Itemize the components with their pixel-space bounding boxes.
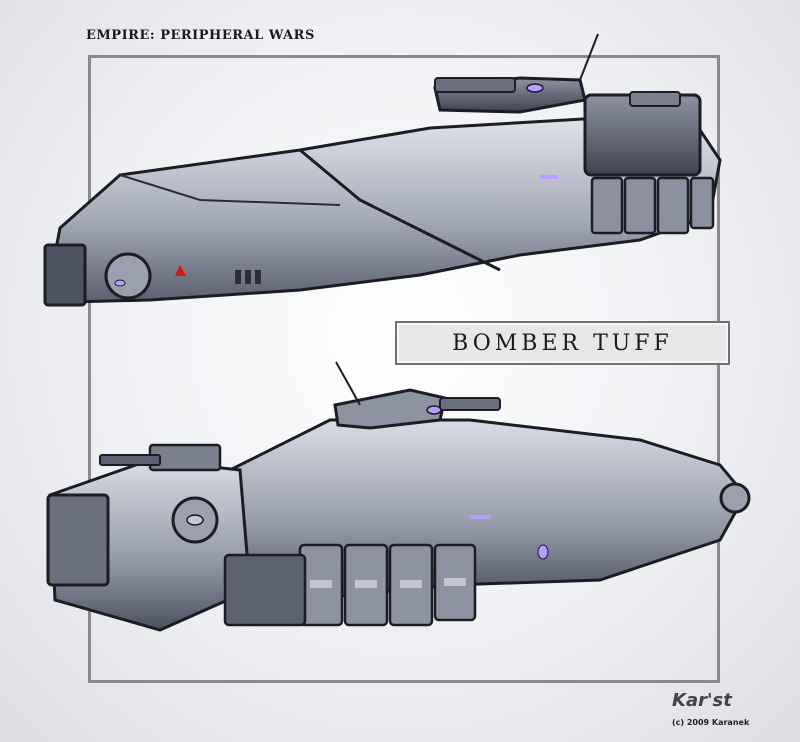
ship-name: BOMBER TUFF	[452, 330, 673, 356]
artist-signature: Kar'st (c) 2009 Karanek	[672, 690, 792, 738]
copyright-text: (c) 2009 Karanek	[672, 718, 750, 727]
signature-name: Kar'st	[672, 690, 732, 711]
illustration-frame	[88, 55, 720, 683]
page-header: EMPIRE: PERIPHERAL WARS	[86, 28, 315, 43]
title-plate: BOMBER TUFF	[395, 321, 730, 365]
